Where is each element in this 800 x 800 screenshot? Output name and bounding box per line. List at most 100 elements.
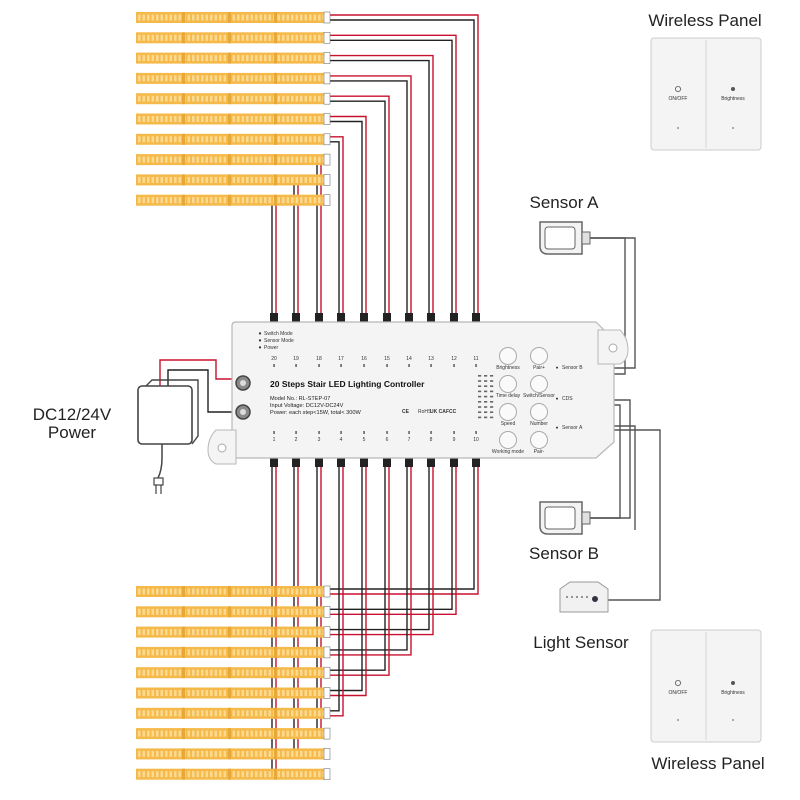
sensor-b [539, 501, 591, 535]
indicator-label: Power [264, 345, 279, 351]
channel-number: 6 [386, 437, 389, 443]
wireless-panel-bottom-label: Wireless Panel [651, 754, 764, 773]
channel-number: 8 [430, 437, 433, 443]
controller-button[interactable] [499, 403, 517, 421]
controller-model: Model No.: RL-STEP-07 [270, 396, 330, 402]
channel-number: 15 [384, 356, 390, 362]
sensor-port-labels: Sensor B CDS Sensor A [556, 365, 583, 431]
controller-button[interactable] [530, 403, 548, 421]
controller-button-label: Speed [501, 421, 516, 427]
led-strip [136, 153, 331, 166]
led-strip [136, 113, 331, 125]
led-strip [136, 52, 331, 64]
led-strip [136, 626, 331, 638]
led-strip [136, 31, 331, 44]
controller-button[interactable] [530, 347, 548, 365]
led-strip [136, 11, 331, 24]
sun-icon [731, 87, 735, 91]
channel-number: 3 [318, 437, 321, 443]
led-strip [136, 72, 331, 85]
channel-number: 9 [453, 437, 456, 443]
led-strip [136, 768, 331, 781]
channel-number: 18 [316, 356, 322, 362]
controller-button-label: Pair+ [533, 365, 545, 371]
controller-input: Input Voltage: DC12V-DC24V [270, 403, 344, 409]
led-strip [136, 605, 331, 618]
indicator-label: Switch Mode [264, 331, 293, 337]
led-strip [136, 666, 331, 679]
port-label: Sensor B [562, 365, 583, 371]
controller-button[interactable] [499, 347, 517, 365]
channel-number: 20 [271, 356, 277, 362]
channel-number: 5 [363, 437, 366, 443]
light-sensor-label: Light Sensor [533, 633, 629, 652]
sun-icon [731, 681, 735, 685]
vent-grid [478, 375, 494, 419]
sensor-a-label: Sensor A [530, 193, 600, 212]
wireless-panel-bottom: ON/OFF Brightness [650, 629, 762, 743]
led-strip [136, 646, 331, 659]
controller-button-label: Pair- [534, 449, 545, 455]
controller-button-label: Time delay [496, 393, 521, 399]
channel-number: 4 [340, 437, 343, 443]
controller-button[interactable] [530, 375, 548, 393]
indicator-label: Sensor Mode [264, 338, 294, 344]
controller-button[interactable] [530, 431, 548, 449]
wireless-panel-top: ON/OFF Brightness [650, 37, 762, 151]
controller-button-label: Brightness [496, 365, 520, 371]
controller-power: Power: each step<15W, total< 300W [270, 410, 362, 416]
channel-number: 16 [361, 356, 367, 362]
panel-left-label: ON/OFF [669, 96, 688, 102]
wireless-panel-top-label: Wireless Panel [648, 11, 761, 30]
port-led [556, 397, 558, 400]
cert-mark: FCC [446, 409, 457, 415]
controller-button[interactable] [499, 431, 517, 449]
led-strip [136, 748, 331, 760]
channel-number: 19 [293, 356, 299, 362]
port-led [556, 426, 558, 429]
sensor-a [539, 221, 591, 255]
port-label: CDS [562, 396, 573, 402]
indicator-led [258, 339, 262, 342]
light-sensor [559, 581, 609, 613]
power-icon [675, 680, 682, 687]
cert-mark: RoHS [418, 409, 432, 415]
led-strip [136, 687, 331, 699]
panel-left-label: ON/OFF [669, 690, 688, 696]
channel-number: 12 [451, 356, 457, 362]
power-icon [675, 86, 682, 93]
led-strip [136, 194, 331, 206]
port-led [556, 366, 558, 369]
top-channel-numbers: 20 19 18 17 16 15 14 13 12 11 [271, 356, 479, 367]
led-strip [136, 585, 331, 598]
channel-number: 13 [428, 356, 434, 362]
controller-title: 20 Steps Stair LED Lighting Controller [270, 379, 425, 389]
controller-button-label: Number [530, 421, 548, 427]
channel-number: 1 [273, 437, 276, 443]
power-adapter [137, 379, 199, 494]
panel-right-label: Brightness [721, 96, 745, 102]
led-strip [136, 174, 331, 186]
led-strip [136, 727, 331, 740]
controller-button[interactable] [499, 375, 517, 393]
channel-number: 14 [406, 356, 412, 362]
channel-number: 7 [408, 437, 411, 443]
led-strip [136, 133, 331, 146]
port-label: Sensor A [562, 425, 583, 431]
controller-button-label: Working mode [492, 449, 524, 455]
power-label-line1: DC12/24V [33, 405, 112, 424]
indicator-led [258, 346, 262, 349]
channel-number: 11 [473, 356, 478, 362]
sensor-b-label: Sensor B [529, 544, 599, 563]
led-strip [136, 707, 331, 720]
cert-marks: CE RoHS UK CA FCC [402, 409, 457, 415]
channel-number: 10 [473, 437, 479, 443]
panel-right-label: Brightness [721, 690, 745, 696]
controller-button-label: Switch/Sensor [523, 393, 555, 399]
controller [207, 321, 629, 465]
power-label-line2: Power [48, 423, 97, 442]
channel-number: 17 [338, 356, 344, 362]
led-strip [136, 92, 331, 105]
